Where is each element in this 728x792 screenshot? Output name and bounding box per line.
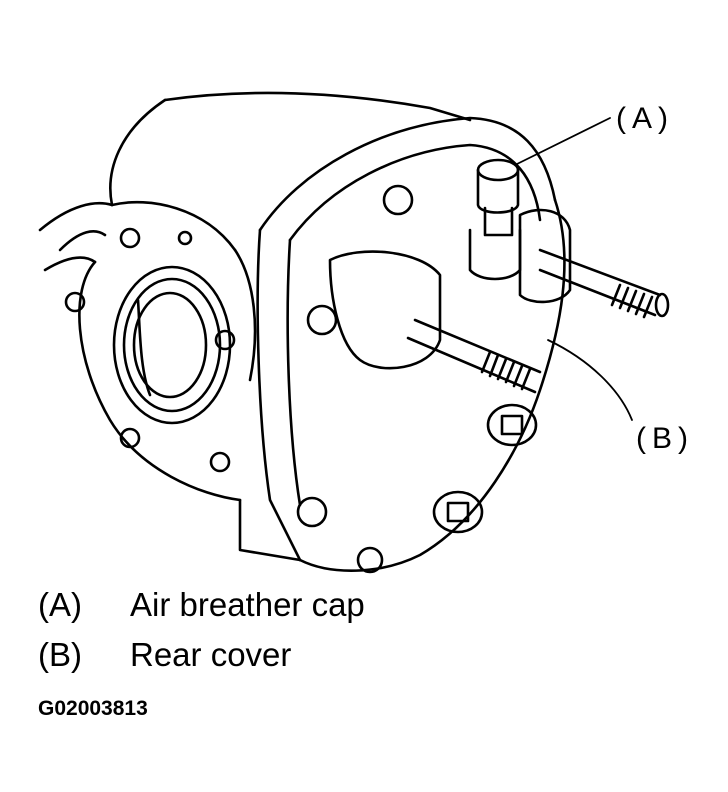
transfer-case-illustration [38,91,670,574]
legend-key: (A) [38,586,82,623]
legend-item-b: (B) Rear cover [38,636,291,674]
cover-bolts [296,184,414,574]
callout-a-label: (A) [616,102,674,135]
rear-cover [256,116,572,572]
drain-plugs [432,403,538,534]
legend-text: Air breather cap [130,586,365,623]
output-seal [112,265,232,425]
legend-item-a: (A) Air breather cap [38,586,365,624]
legend-key: (B) [38,636,82,673]
figure-id: G02003813 [38,697,148,720]
front-housing [38,91,472,562]
callout-b-label: (B) [636,422,694,455]
legend-text: Rear cover [130,636,292,673]
leader-lines [514,117,633,421]
flange-bolts [64,227,236,473]
air-breather-cap-drawing [468,158,522,281]
guide-studs [406,248,670,394]
